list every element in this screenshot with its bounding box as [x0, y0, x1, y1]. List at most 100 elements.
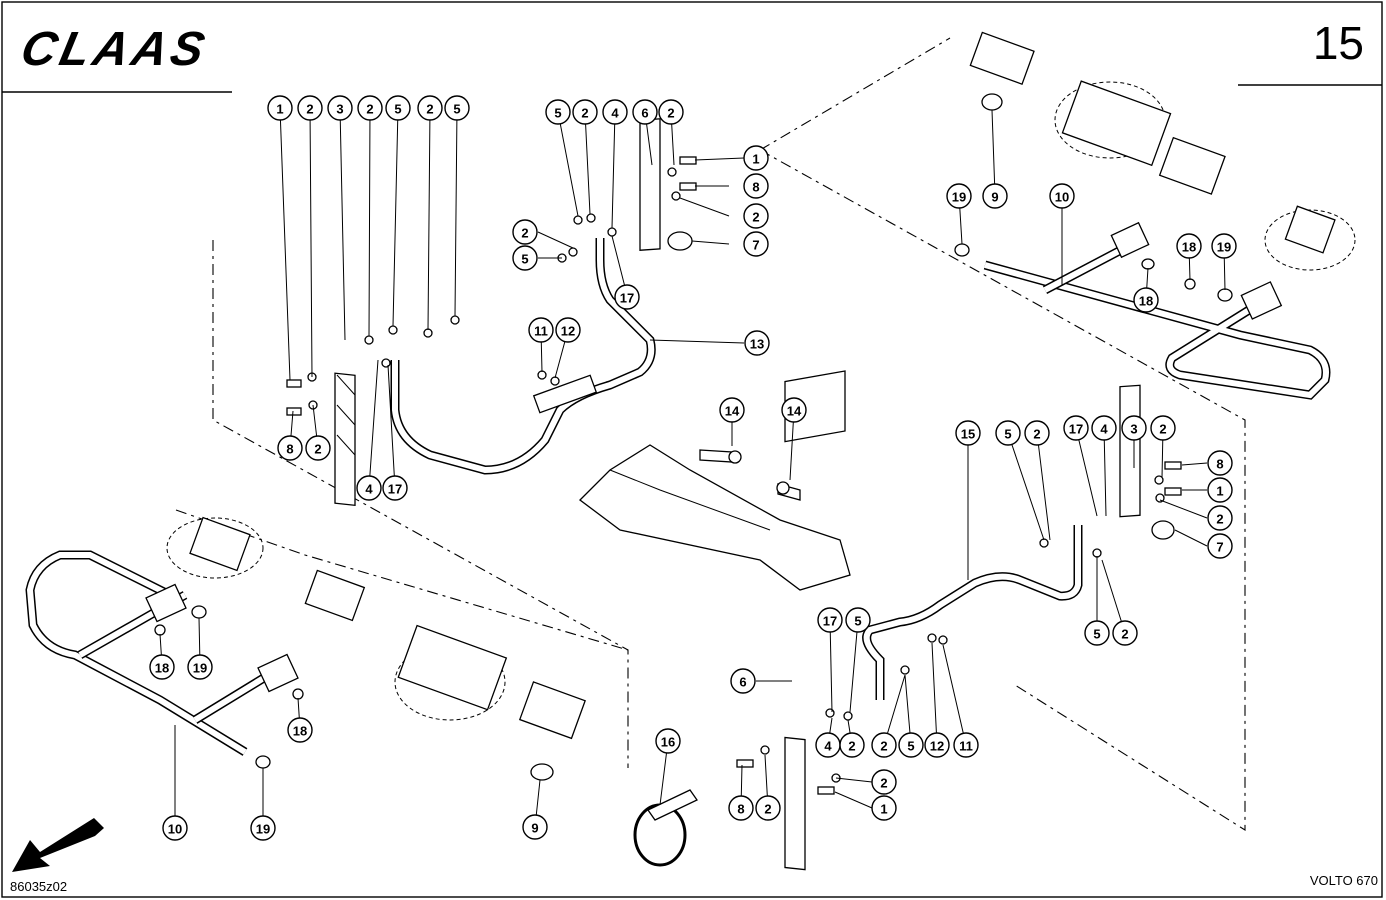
callout-label: 2	[752, 210, 759, 225]
cable-tie	[633, 789, 698, 867]
page-number: 15	[1312, 17, 1364, 69]
callout-label: 18	[1182, 240, 1196, 255]
callout-upper-right-frame-2: 10	[1049, 183, 1075, 209]
upper-right-frame	[954, 31, 1356, 400]
callout-center-1: 14	[781, 397, 807, 423]
callout-upper-left-bracket-10: 17	[382, 475, 408, 501]
callout-label: 1	[880, 802, 887, 817]
callout-lower-right-bracket-21: 11	[953, 732, 979, 758]
callout-label: 18	[155, 661, 169, 676]
callout-label: 19	[1217, 240, 1231, 255]
callout-upper-center-bracket-14: 13	[744, 330, 770, 356]
callout-label: 5	[854, 614, 861, 629]
callout-upper-center-bracket-12: 11	[528, 317, 554, 343]
callout-lower-right-bracket-22: 2	[871, 769, 897, 795]
leader-lines	[159, 107, 1226, 828]
upper-center-reflector-bracket	[537, 118, 697, 386]
callout-label: 2	[880, 776, 887, 791]
callout-label: 2	[366, 102, 373, 117]
drawing-number: 86035z02	[10, 879, 68, 894]
callout-lower-left-frame-0: 18	[149, 654, 175, 680]
callout-label: 2	[667, 106, 674, 121]
callout-label: 11	[534, 324, 548, 339]
callout-label: 5	[554, 106, 561, 121]
callout-upper-center-bracket-8: 7	[743, 231, 769, 257]
callout-lower-right-bracket-16: 4	[815, 732, 841, 758]
callout-upper-center-bracket-11: 17	[614, 284, 640, 310]
callout-upper-center-bracket-6: 8	[743, 173, 769, 199]
callout-label: 13	[750, 337, 764, 352]
callout-upper-left-bracket-9: 4	[356, 475, 382, 501]
callout-label: 19	[952, 190, 966, 205]
lower-left-frame	[25, 516, 586, 781]
callout-upper-left-bracket-4: 5	[385, 95, 411, 121]
callout-upper-center-bracket-7: 2	[743, 203, 769, 229]
callout-lower-right-bracket-3: 17	[1063, 415, 1089, 441]
callout-label: 4	[824, 739, 832, 754]
callout-upper-center-bracket-3: 6	[632, 99, 658, 125]
callout-label: 2	[1121, 627, 1128, 642]
callout-upper-left-bracket-7: 8	[277, 435, 303, 461]
callout-label: 5	[453, 102, 460, 117]
callout-label: 1	[276, 102, 283, 117]
callout-lower-right-bracket-17: 2	[839, 732, 865, 758]
callout-upper-left-bracket-6: 5	[444, 95, 470, 121]
callout-upper-center-bracket-5: 1	[743, 145, 769, 171]
callout-upper-left-bracket-8: 2	[305, 435, 331, 461]
callout-lower-left-frame-2: 18	[287, 717, 313, 743]
callout-label: 5	[907, 739, 914, 754]
callout-label: 12	[930, 739, 944, 754]
callout-upper-right-frame-3: 18	[1176, 233, 1202, 259]
callout-lower-right-bracket-1: 5	[995, 420, 1021, 446]
assembly-boundaries	[175, 37, 1246, 831]
callout-lower-center-0: 16	[655, 728, 681, 754]
callout-label: 4	[365, 482, 373, 497]
callout-label: 3	[336, 102, 343, 117]
callout-label: 2	[521, 226, 528, 241]
callout-label: 8	[286, 442, 293, 457]
callout-label: 14	[725, 404, 740, 419]
callout-label: 5	[1093, 627, 1100, 642]
callout-label: 2	[848, 739, 855, 754]
center-mounting-bracket	[579, 370, 851, 591]
callout-lower-right-bracket-18: 2	[871, 732, 897, 758]
callout-label: 14	[787, 404, 802, 419]
callout-lower-right-bracket-5: 3	[1121, 415, 1147, 441]
callout-label: 2	[306, 102, 313, 117]
callout-upper-center-bracket-1: 2	[572, 99, 598, 125]
callout-lower-right-bracket-19: 5	[898, 732, 924, 758]
callout-upper-right-frame-1: 19	[946, 183, 972, 209]
callout-label: 5	[521, 252, 528, 267]
callout-label: 2	[581, 106, 588, 121]
upper-support-tube	[390, 238, 656, 475]
callout-lower-right-bracket-25: 2	[755, 795, 781, 821]
brand-logo: CLAAS	[16, 23, 213, 76]
callout-label: 16	[661, 735, 675, 750]
callout-lower-right-bracket-11: 5	[1084, 620, 1110, 646]
callout-upper-left-bracket-3: 2	[357, 95, 383, 121]
callout-lower-right-bracket-2: 2	[1024, 420, 1050, 446]
callout-lower-left-frame-1: 19	[187, 654, 213, 680]
callout-lower-right-bracket-13: 6	[730, 668, 756, 694]
callout-lower-right-bracket-9: 2	[1207, 505, 1233, 531]
callout-label: 19	[193, 661, 207, 676]
callout-label: 6	[641, 106, 648, 121]
callout-label: 18	[293, 724, 307, 739]
callout-label: 17	[823, 614, 837, 629]
callout-upper-left-bracket-2: 3	[327, 95, 353, 121]
callout-label: 19	[256, 822, 270, 837]
callout-label: 3	[1130, 422, 1137, 437]
callout-label: 8	[1216, 457, 1223, 472]
callout-lower-right-bracket-7: 8	[1207, 450, 1233, 476]
callout-label: 4	[611, 106, 619, 121]
callout-label: 7	[1216, 540, 1223, 555]
model-name: VOLTO 670	[1309, 873, 1378, 888]
callout-lower-right-bracket-10: 7	[1207, 533, 1233, 559]
callout-lower-left-frame-5: 9	[522, 814, 548, 840]
callout-lower-right-bracket-15: 5	[845, 607, 871, 633]
callout-upper-center-bracket-9: 2	[512, 219, 538, 245]
callout-upper-right-frame-5: 18	[1133, 287, 1159, 313]
callout-label: 2	[1216, 512, 1223, 527]
